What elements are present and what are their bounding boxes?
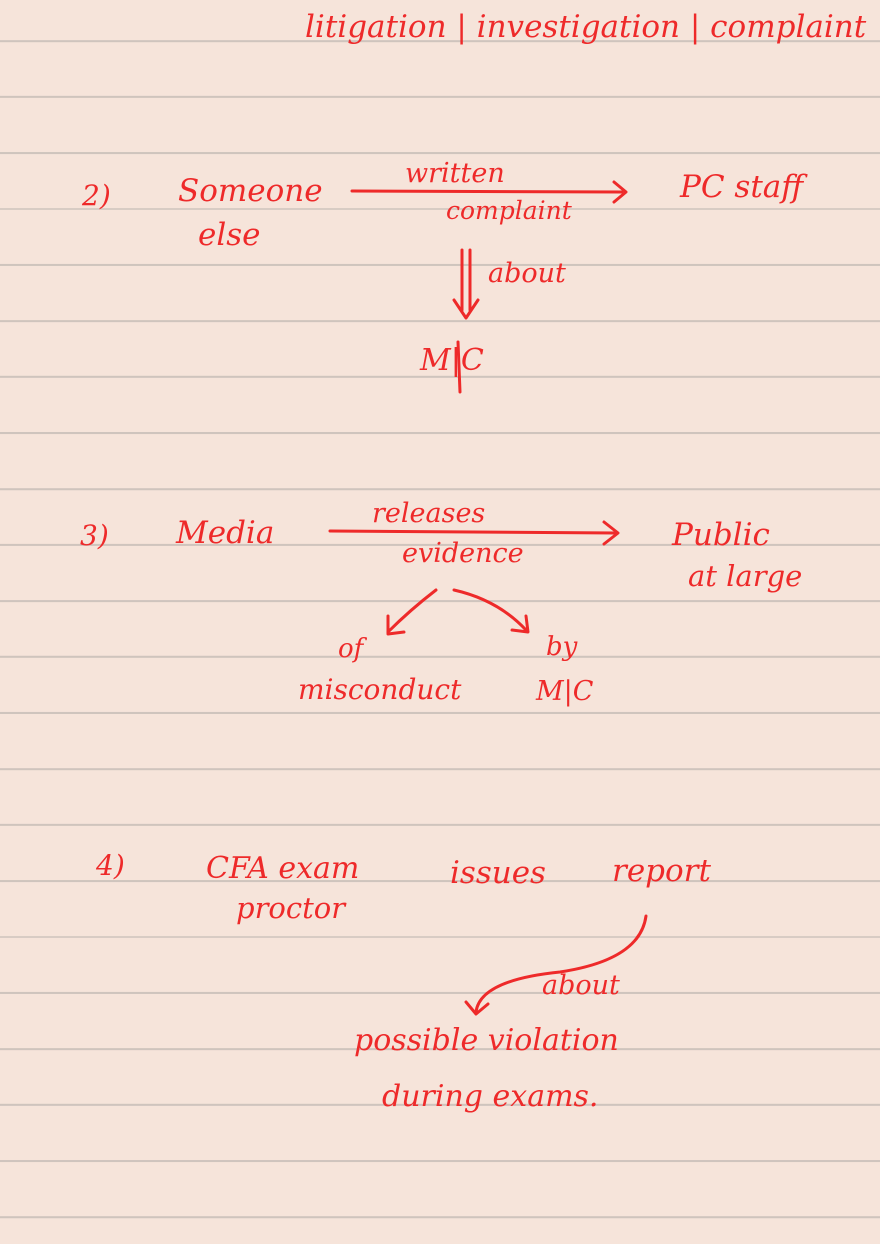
section-2-arrow-bottom-label: complaint [446, 196, 572, 225]
section-2-target: PC staff [680, 169, 804, 205]
section-4-subject-line1: CFA exam [206, 851, 360, 886]
section-4-subject-line2: proctor [236, 891, 346, 925]
section-2-arrow-top-label: written [405, 158, 505, 189]
section-4-curve-arrowhead [464, 1000, 490, 1016]
section-2-down-arrowhead [452, 298, 480, 320]
page-header: litigation | investigation | complaint [305, 9, 867, 45]
section-2-right-arrow [350, 189, 624, 194]
section-2-object: M|C [420, 343, 484, 378]
section-4-curve-arrow [474, 914, 648, 1014]
section-3-target-line2: at large [688, 559, 803, 593]
section-2-number: 2) [82, 179, 111, 212]
section-3-right-branch-line2: M|C [536, 676, 594, 707]
section-3-arrow-top-label: releases [372, 498, 486, 529]
section-4-link-label: about [542, 970, 620, 1001]
section-3-number: 3) [80, 519, 109, 552]
section-4-result-line1: possible violation [354, 1023, 619, 1058]
section-3-left-branch-line1: of [338, 634, 364, 664]
section-2-object-divider [456, 340, 462, 394]
section-3-left-branch-arrow [386, 588, 438, 634]
section-4-result-line2: during exams. [382, 1079, 599, 1114]
section-3-subject: Media [176, 515, 275, 551]
section-3-left-branch-line2: misconduct [298, 673, 462, 706]
section-2-subject-line2: else [198, 217, 261, 253]
section-2-down-label: about [488, 258, 566, 289]
section-4-verb: issues [450, 855, 546, 891]
section-4-number: 4) [96, 849, 125, 882]
section-2-right-arrowhead [612, 180, 628, 204]
section-3-right-arrowhead [602, 520, 620, 546]
section-3-arrow-bottom-label: evidence [402, 538, 524, 569]
section-3-right-branch-line1: by [546, 632, 578, 662]
section-2-subject-line1: Someone [178, 173, 323, 209]
section-3-right-arrow [328, 529, 618, 535]
section-3-right-branch-arrowhead [510, 614, 530, 634]
section-4-object: report [612, 853, 711, 889]
section-3-left-branch-arrowhead [386, 614, 406, 636]
section-3-target-line1: Public [672, 517, 770, 553]
section-3-right-branch-arrow [452, 588, 528, 632]
